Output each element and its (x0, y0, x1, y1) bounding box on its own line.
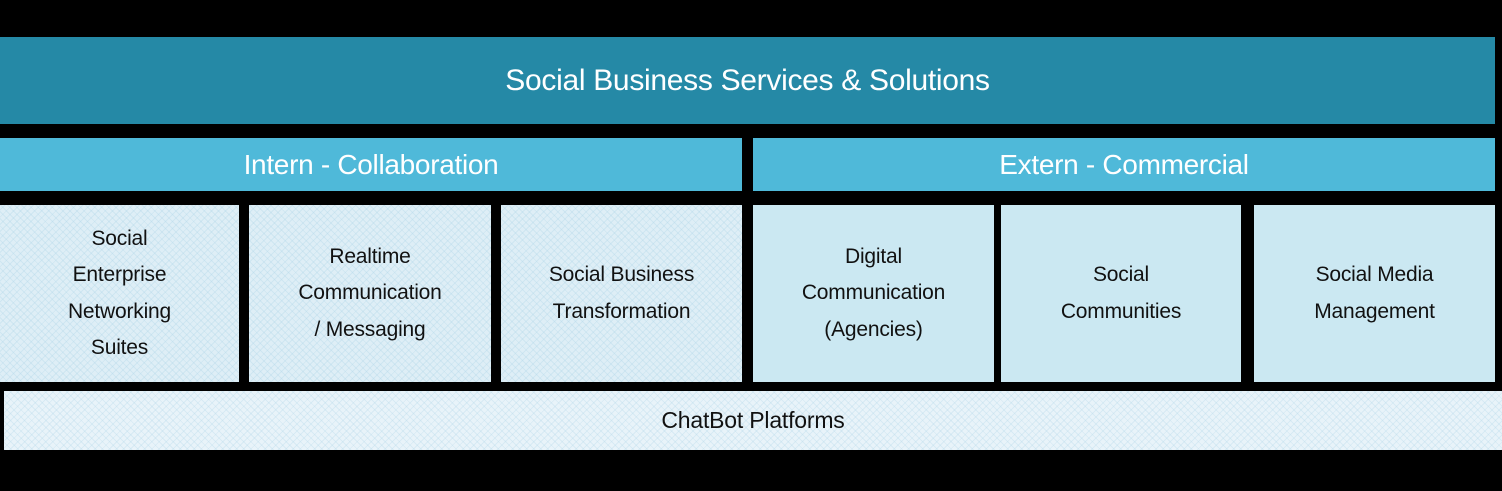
box-label: Digital Communication (Agencies) (801, 245, 946, 341)
box-digital-communication-agencies: Digital Communication (Agencies) (753, 205, 994, 382)
group-header-extern-label: Extern - Commercial (999, 148, 1249, 180)
diagram-title: Social Business Services & Solutions (505, 63, 990, 97)
title-banner: Social Business Services & Solutions (0, 37, 1495, 124)
group-header-intern-collaboration: Intern - Collaboration (0, 138, 742, 191)
box-social-enterprise-networking-suites: Social Enterprise Networking Suites (0, 205, 239, 382)
box-social-communities: Social Communities (1001, 205, 1241, 382)
box-realtime-communication-messaging: Realtime Communication / Messaging (249, 205, 491, 382)
box-social-business-transformation: Social Business Transformation (501, 205, 742, 382)
box-label: Social Communities (1060, 263, 1182, 323)
box-social-media-management: Social Media Management (1254, 205, 1495, 382)
footer-chatbot-platforms: ChatBot Platforms (4, 391, 1502, 450)
group-header-extern-commercial: Extern - Commercial (753, 138, 1495, 191)
box-label: Social Media Management (1314, 263, 1435, 323)
group-header-intern-label: Intern - Collaboration (243, 148, 499, 180)
box-label: Realtime Communication / Messaging (298, 245, 442, 341)
box-label: Social Enterprise Networking Suites (67, 227, 172, 359)
footer-label: ChatBot Platforms (661, 407, 845, 433)
box-label: Social Business Transformation (548, 263, 695, 323)
